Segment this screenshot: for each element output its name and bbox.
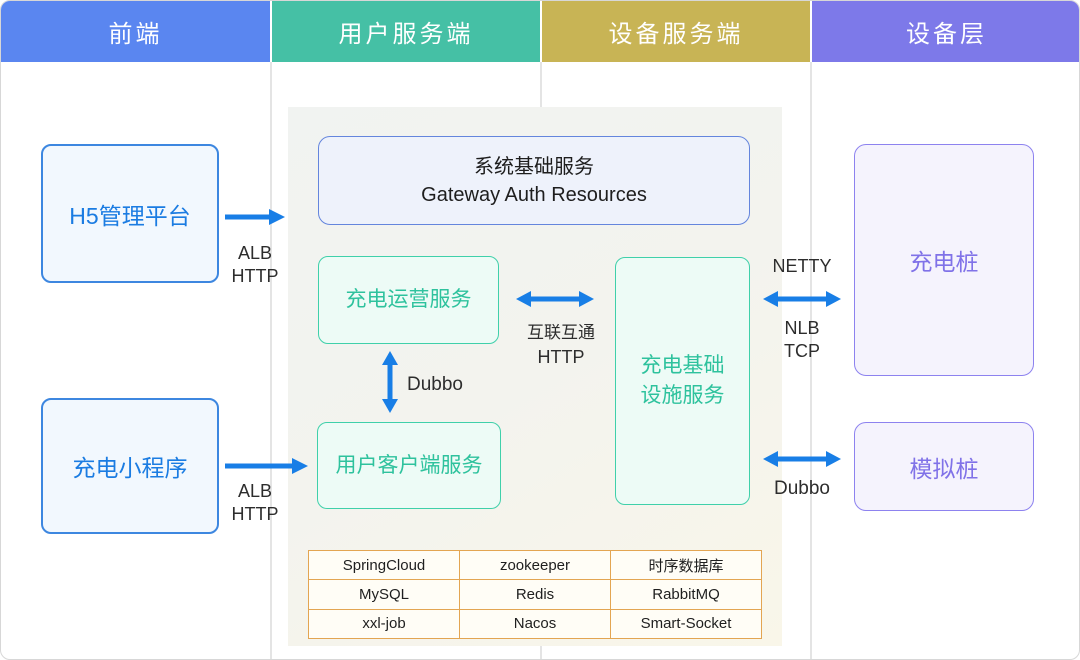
edge-label-dubbo-middle: Dubbo — [407, 374, 463, 395]
double-arrow-horizontal-icon — [516, 291, 594, 307]
table-cell: zookeeper — [459, 549, 611, 581]
node-label-line2: 设施服务 — [640, 384, 725, 407]
double-arrow-horizontal-icon — [763, 291, 841, 307]
node-charging-pile: 充电桩 — [854, 144, 1034, 376]
arrow-right-icon — [225, 458, 308, 474]
table-cell: Nacos — [459, 608, 611, 640]
table-row: SpringCloud zookeeper 时序数据库 — [308, 549, 762, 581]
node-label: 模拟桩 — [909, 455, 979, 482]
edge-label-nlb-tcp: NLB TCP — [784, 318, 820, 361]
table-cell: Smart-Socket — [610, 608, 762, 640]
node-system-base-service-gateway: 系统基础服务 Gateway Auth Resources — [318, 136, 750, 225]
node-label: 充电桩 — [909, 249, 979, 275]
node-charging-infrastructure-service: 充电基础 设施服务 — [615, 257, 750, 505]
node-label-line2: Gateway Auth Resources — [421, 183, 647, 206]
edge-label-netty: NETTY — [772, 256, 832, 276]
node-label: 用户客户端服务 — [335, 453, 483, 477]
node-label: 充电运营服务 — [345, 288, 472, 311]
node-charging-operation-service: 充电运营服务 — [318, 256, 499, 344]
lane-divider — [270, 62, 272, 659]
node-simulated-pile: 模拟桩 — [854, 422, 1034, 511]
lane-header-frontend: 前端 — [1, 1, 270, 62]
table-cell: RabbitMQ — [610, 579, 762, 610]
double-arrow-vertical-icon — [382, 351, 398, 413]
table-row: MySQL Redis RabbitMQ — [308, 579, 762, 610]
node-h5-admin-platform: H5管理平台 — [41, 144, 219, 283]
lane-header-device-service: 设备服务端 — [542, 1, 810, 62]
table-row: xxl-job Nacos Smart-Socket — [308, 608, 762, 640]
arrow-right-icon — [225, 209, 285, 225]
lane-divider — [810, 62, 812, 659]
lane-header-user-service: 用户服务端 — [272, 1, 540, 62]
node-label: H5管理平台 — [69, 202, 191, 229]
node-label-line1: 系统基础服务 — [474, 155, 594, 178]
edge-label-interconnect-http: 互联互通 HTTP — [527, 323, 595, 367]
table-cell: Redis — [459, 579, 611, 610]
table-cell: MySQL — [308, 579, 460, 610]
edge-label-dubbo-right: Dubbo — [774, 478, 830, 499]
tech-stack-table: SpringCloud zookeeper 时序数据库 MySQL Redis … — [308, 549, 762, 640]
table-cell: 时序数据库 — [610, 549, 762, 581]
double-arrow-horizontal-icon — [763, 451, 841, 467]
table-cell: SpringCloud — [308, 549, 460, 581]
node-user-client-service: 用户客户端服务 — [317, 422, 501, 509]
node-label: 充电小程序 — [72, 455, 188, 481]
node-label-line1: 充电基础 — [640, 354, 725, 377]
edge-label-alb-http-bottom: ALB HTTP — [231, 481, 279, 524]
table-cell: xxl-job — [308, 608, 460, 640]
node-charging-mini-program: 充电小程序 — [41, 398, 219, 534]
lane-header-device-layer: 设备层 — [812, 1, 1079, 62]
edge-label-alb-http-top: ALB HTTP — [231, 243, 279, 286]
